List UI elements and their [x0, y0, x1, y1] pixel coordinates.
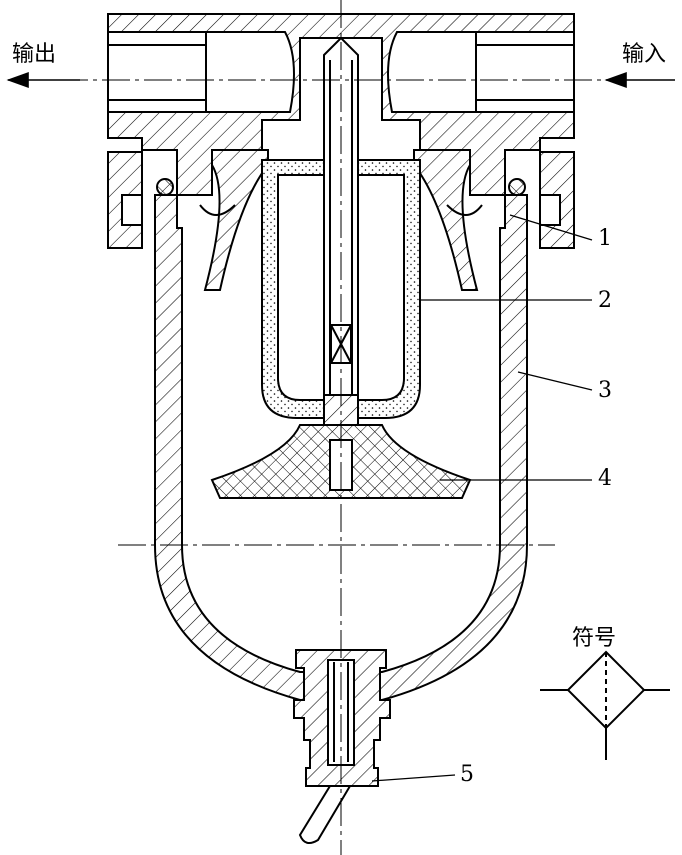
- bowl: [154, 194, 528, 701]
- part-number-3: 3: [598, 378, 612, 403]
- filter-symbol: [540, 650, 670, 760]
- clamp-ring: [107, 151, 575, 249]
- part-number-4: 4: [598, 466, 612, 491]
- drain-valve: [293, 649, 391, 845]
- o-ring: [156, 178, 526, 196]
- part-number-5: 5: [460, 762, 474, 787]
- output-label: 输出: [12, 42, 57, 67]
- part-number-2: 2: [598, 288, 612, 313]
- leader-lines: [371, 214, 593, 782]
- part-number-1: 1: [598, 226, 612, 251]
- deflector: [199, 149, 483, 291]
- input-label: 输入: [622, 42, 667, 67]
- center-lines: [60, 0, 610, 855]
- symbol-label: 符号: [572, 626, 617, 651]
